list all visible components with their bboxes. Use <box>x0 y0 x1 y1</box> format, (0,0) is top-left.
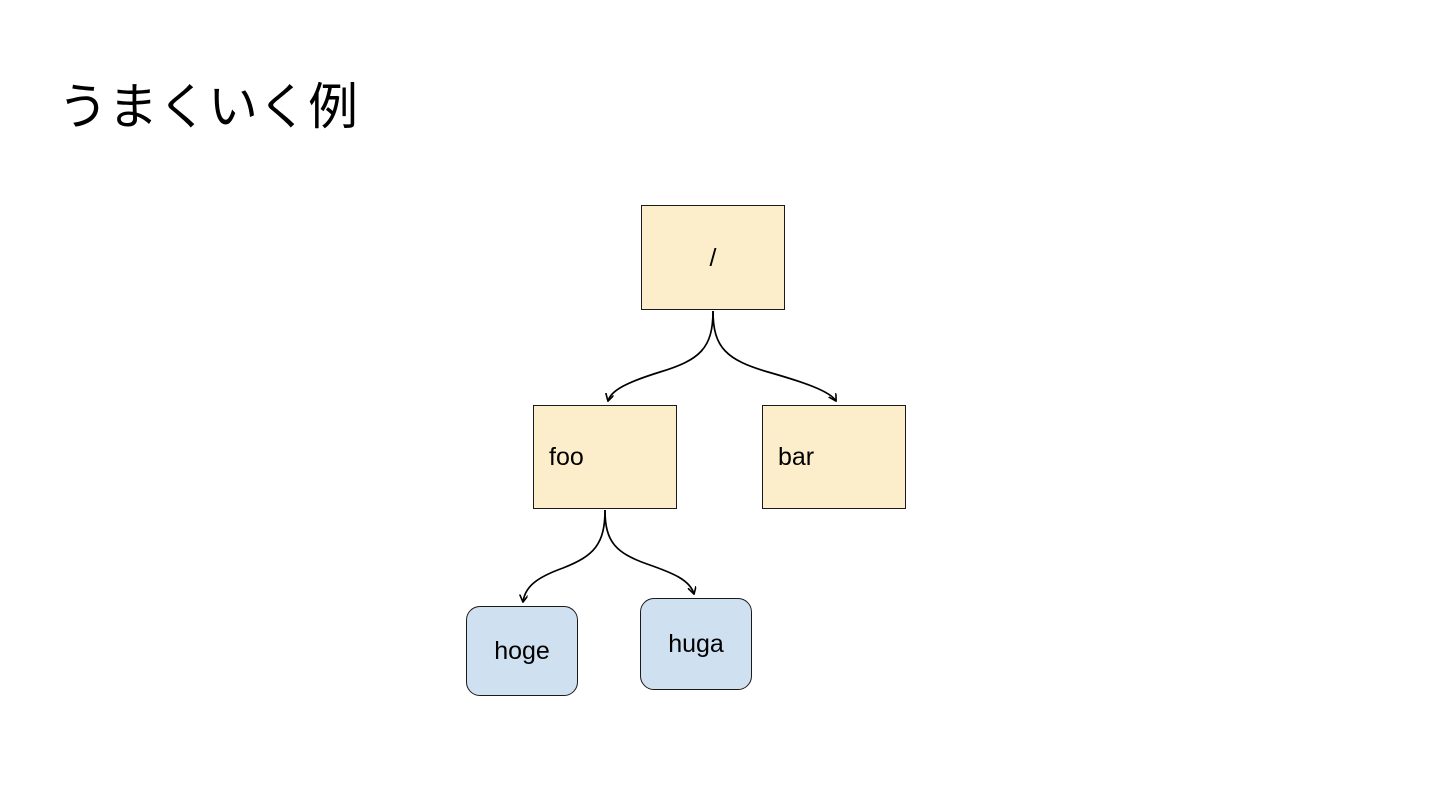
page-title: うまくいく例 <box>58 78 358 136</box>
node-huga[interactable]: huga <box>640 598 752 690</box>
node-root[interactable]: / <box>641 205 785 310</box>
node-hoge-label: hoge <box>494 637 550 665</box>
node-root-label: / <box>709 243 717 272</box>
node-foo[interactable]: foo <box>533 405 677 509</box>
edge-foo-huga <box>604 509 694 594</box>
edge-root-foo <box>608 310 714 401</box>
node-bar-label: bar <box>778 443 815 471</box>
edge-root-bar <box>712 310 836 401</box>
node-huga-label: huga <box>668 630 724 658</box>
node-hoge[interactable]: hoge <box>466 606 578 696</box>
node-bar[interactable]: bar <box>762 405 906 509</box>
node-foo-label: foo <box>549 443 584 471</box>
edge-foo-hoge <box>523 509 606 602</box>
